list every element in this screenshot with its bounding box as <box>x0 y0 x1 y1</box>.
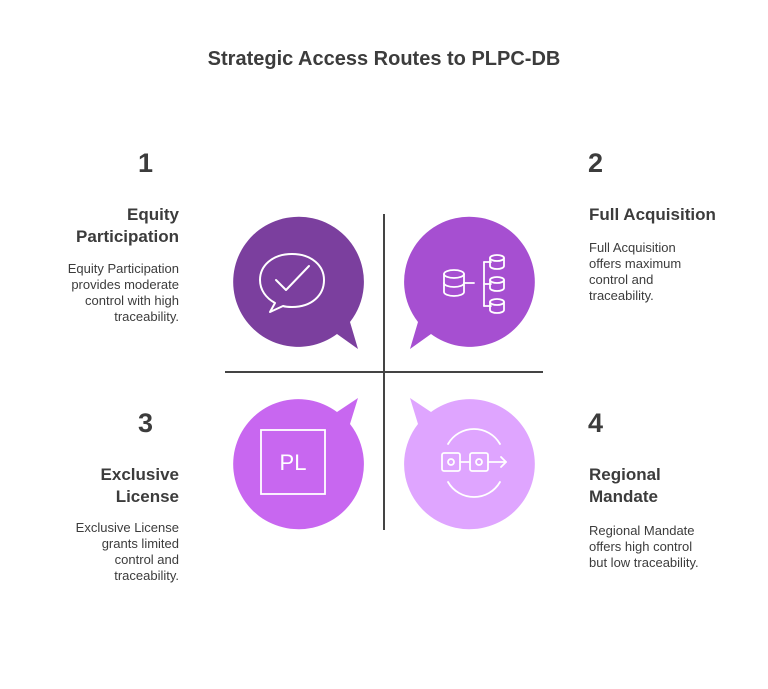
quadrant-4-heading: Regional Mandate <box>589 464 749 508</box>
bubble-1-shape <box>233 216 364 349</box>
quadrant-1-heading-line1: Equity <box>127 205 179 224</box>
quadrant-1-heading: Equity Participation <box>30 204 179 248</box>
pl-box-icon-text: PL <box>280 450 307 475</box>
pl-box-icon: PL <box>260 429 326 495</box>
desc-line: offers maximum <box>589 256 682 271</box>
quadrant-3-number: 3 <box>138 408 154 438</box>
quadrant-4-heading-line2: Mandate <box>589 487 658 506</box>
diagram-title: Strategic Access Routes to PLPC-DB <box>207 48 561 70</box>
quadrant-4-description: Regional Mandate offers high control but… <box>589 523 749 571</box>
quadrant-1-bubble <box>233 216 364 349</box>
quadrant-2-bubble <box>404 216 535 349</box>
desc-line: Equity Participation <box>67 261 179 276</box>
desc-line: offers high control <box>589 539 693 554</box>
desc-line: traceability. <box>114 309 179 324</box>
quadrant-3-description: Exclusive License grants limited control… <box>30 520 179 584</box>
quadrant-1-heading-line2: Participation <box>76 227 179 246</box>
desc-line: control and <box>589 272 654 287</box>
quadrant-3-heading-line1: Exclusive <box>100 465 179 484</box>
desc-line: grants limited <box>101 536 179 551</box>
quadrant-4-number: 4 <box>588 408 604 438</box>
quadrant-3-heading: Exclusive License <box>30 464 179 508</box>
desc-line: control with high <box>85 293 179 308</box>
quadrant-2-description: Full Acquisition offers maximum control … <box>589 240 749 304</box>
connected-nodes-icon <box>441 428 507 498</box>
quadrant-2-heading: Full Acquisition <box>589 205 716 224</box>
chat-check-icon <box>259 253 325 313</box>
quadrant-1-description: Equity Participation provides moderate c… <box>30 261 179 325</box>
quadrant-1-number: 1 <box>138 148 154 178</box>
quadrant-4-heading-line1: Regional <box>589 465 661 484</box>
quadrant-3-bubble: PL <box>233 398 364 530</box>
desc-line: but low traceability. <box>589 555 699 570</box>
desc-line: Regional Mandate <box>589 523 695 538</box>
desc-line: Full Acquisition <box>589 240 676 255</box>
database-tree-icon <box>443 254 505 314</box>
desc-line: provides moderate <box>71 277 179 292</box>
desc-line: traceability. <box>114 568 179 583</box>
desc-line: control and <box>114 552 179 567</box>
desc-line: traceability. <box>589 288 654 303</box>
desc-line: Exclusive License <box>75 520 179 535</box>
quadrant-2-number: 2 <box>588 148 604 178</box>
quadrant-3-heading-line2: License <box>115 487 179 506</box>
quadrant-4-bubble <box>404 398 535 530</box>
